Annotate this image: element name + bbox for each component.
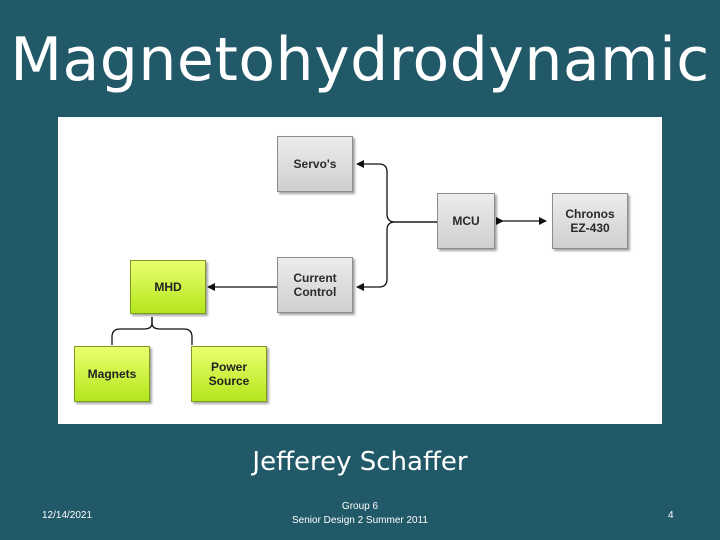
block-chronos: Chronos EZ-430	[552, 193, 628, 249]
diagram-connectors	[111, 160, 547, 345]
footer-center: Group 6 Senior Design 2 Summer 2011	[260, 500, 460, 528]
footer-course: Senior Design 2 Summer 2011	[292, 515, 428, 526]
footer-group: Group 6	[341, 501, 379, 512]
presenter-name: Jefferey Schaffer	[252, 447, 468, 477]
block-magnets: Magnets	[74, 346, 150, 402]
connector-mcu-to-current-control	[356, 221, 437, 291]
slide-title: Magnetohydrodynamic	[10, 25, 710, 95]
block-power-source: Power Source	[191, 346, 267, 402]
connector-mhd-to-power-source	[151, 317, 193, 345]
block-mcu: MCU	[437, 193, 495, 249]
footer-date: 12/14/2021	[42, 510, 93, 521]
connector-mcu-to-servos	[356, 160, 437, 223]
block-mhd: MHD	[130, 260, 206, 314]
block-servos: Servo's	[277, 136, 353, 192]
block-current-control: Current Control	[277, 257, 353, 313]
connector-mhd-to-magnets	[111, 317, 153, 345]
block-diagram: Servo's MCU Chronos EZ-430 Current Contr…	[58, 117, 662, 424]
footer-page-number: 4	[668, 510, 674, 521]
